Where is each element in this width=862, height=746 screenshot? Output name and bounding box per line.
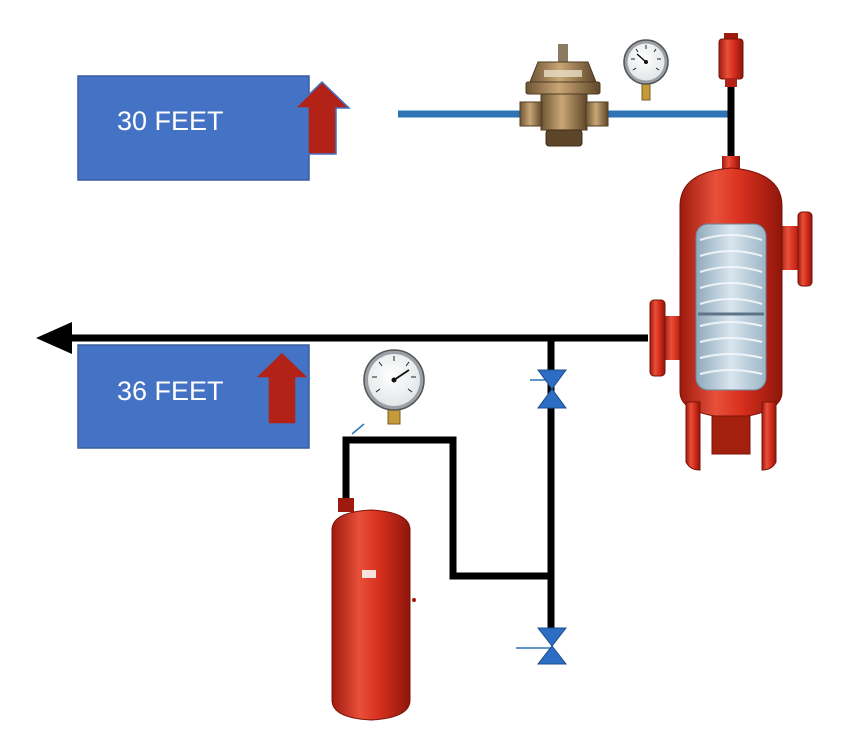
pressure-reducing-valve-icon: [519, 44, 609, 147]
air-dirt-separator-icon: [649, 156, 813, 471]
butterfly-valve-icon: [536, 627, 568, 665]
separator-cutaway-window: [695, 223, 767, 391]
height-box-30-feet-label: 30 FEET: [117, 106, 224, 136]
height-box-30-feet: 30 FEET: [77, 75, 351, 181]
butterfly-valve-icon: [537, 369, 567, 409]
pressure-gauge-icon: [623, 39, 669, 101]
up-arrow-icon: [293, 80, 351, 155]
up-arrow-icon: [253, 350, 311, 425]
flow-direction-arrow-icon: [36, 322, 72, 354]
height-box-36-feet-label: 36 FEET: [117, 376, 224, 406]
height-box-36-feet: 36 FEET: [77, 344, 311, 449]
pressure-gauge-icon: [363, 349, 425, 425]
expansion-tank-icon: [331, 498, 416, 721]
air-vent-icon: [718, 33, 744, 168]
height-box-30-feet-background: [77, 75, 310, 181]
